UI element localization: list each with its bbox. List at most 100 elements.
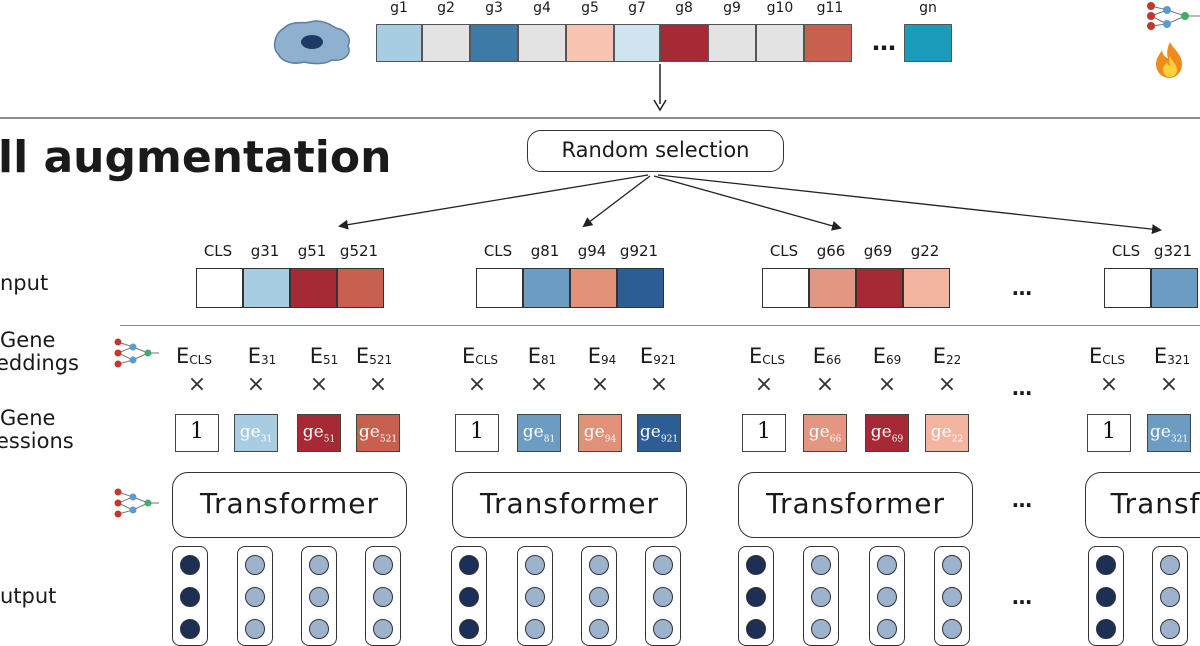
token-label: g69 — [863, 242, 893, 260]
gene-expression-value: ge321 — [1147, 414, 1191, 452]
output-embedding-column — [517, 546, 553, 646]
output-node — [245, 587, 265, 607]
expression-base: ge — [1149, 422, 1171, 442]
output-node — [877, 587, 897, 607]
embedding-base: E — [749, 344, 763, 368]
embedding-ellipsis: … — [1012, 376, 1034, 400]
embedding-base: E — [176, 344, 190, 368]
gene-expression-value: ge521 — [356, 414, 400, 452]
output-embedding-column — [365, 546, 401, 646]
gene-expression-value: ge66 — [803, 414, 847, 452]
token-label: g22 — [910, 242, 940, 260]
token-label: g66 — [816, 242, 846, 260]
gene-vector-ellipsis: … — [872, 28, 898, 56]
gene-expression-value: ge31 — [234, 414, 278, 452]
gene-expression-value: ge22 — [925, 414, 969, 452]
output-node — [525, 619, 545, 639]
gene-label: g8 — [675, 0, 693, 16]
expression-base: 1 — [190, 419, 204, 444]
gene-embedding-label: E81 — [512, 344, 572, 368]
token-label: g94 — [577, 242, 607, 260]
gene-expression-value: 1 — [175, 414, 219, 452]
expression-base: ge — [358, 422, 380, 442]
output-node — [811, 555, 831, 575]
gene-label: g3 — [485, 0, 503, 16]
gene-expressions-label-2: essions — [0, 429, 74, 453]
output-embedding-column — [237, 546, 273, 646]
gene-embedding-label: E921 — [628, 344, 688, 368]
gene-label: gn — [919, 0, 937, 16]
input-ellipsis: … — [1012, 276, 1034, 300]
expression-subscript: 81 — [543, 434, 556, 445]
embedding-subscript: 31 — [261, 353, 277, 367]
multiply-sign: × — [815, 372, 835, 397]
expression-base: 1 — [470, 419, 484, 444]
output-embedding-column — [1088, 546, 1124, 646]
embedding-base: E — [639, 344, 654, 368]
token-label: CLS — [769, 242, 799, 260]
output-node — [1160, 587, 1180, 607]
expression-base: ge — [870, 422, 892, 442]
gene-embedding-label: E66 — [797, 344, 857, 368]
embedding-subscript: 94 — [601, 353, 617, 367]
gene-cell — [614, 24, 660, 62]
expression-subscript: 94 — [604, 434, 617, 445]
expression-subscript: 22 — [951, 434, 964, 445]
multiply-sign: × — [309, 372, 329, 397]
output-node — [589, 587, 609, 607]
expression-base: ge — [639, 422, 661, 442]
output-node — [589, 555, 609, 575]
output-node — [459, 619, 479, 639]
multiply-sign: × — [590, 372, 610, 397]
input-row-label: nput — [0, 271, 49, 295]
gene-cell — [708, 24, 756, 62]
token-cell — [809, 268, 856, 308]
token-cell — [196, 268, 243, 308]
embedding-subscript: 521 — [369, 353, 393, 367]
gene-embedding-label: E521 — [344, 344, 404, 368]
multiply-sign: × — [467, 372, 487, 397]
gene-embedding-label: E94 — [572, 344, 632, 368]
gene-expression-value: ge69 — [865, 414, 909, 452]
output-node — [180, 619, 200, 639]
multiply-sign: × — [937, 372, 957, 397]
token-cell — [617, 268, 664, 308]
gene-label: g5 — [581, 0, 599, 16]
output-embedding-column — [738, 546, 774, 646]
embedding-base: E — [247, 344, 261, 368]
embedding-base: E — [1089, 344, 1103, 368]
gene-embedding-label: E31 — [232, 344, 292, 368]
gene-label: g2 — [437, 0, 455, 16]
multiply-sign: × — [529, 372, 549, 397]
gene-cell — [376, 24, 422, 62]
gene-cell — [470, 24, 518, 62]
output-node — [942, 587, 962, 607]
output-node — [309, 587, 329, 607]
output-node — [589, 619, 609, 639]
embedding-subscript: CLS — [762, 353, 785, 367]
embedding-subscript: CLS — [475, 353, 498, 367]
gene-cell — [566, 24, 614, 62]
selection-arrows — [338, 174, 1162, 235]
expression-base: ge — [302, 422, 324, 442]
token-cell — [903, 268, 950, 308]
token-label: CLS — [203, 242, 233, 260]
transformer-block: Transformer — [452, 472, 687, 538]
transformer-block: Transformer — [172, 472, 407, 538]
output-embedding-column — [934, 546, 970, 646]
expression-subscript: 921 — [660, 434, 679, 445]
fire-icon — [1156, 42, 1182, 78]
random-selection-box: Random selection — [527, 130, 784, 172]
gene-embedding-label: ECLS — [737, 344, 797, 368]
token-cell — [762, 268, 809, 308]
embedding-subscript: 69 — [886, 353, 902, 367]
embedding-base: E — [812, 344, 826, 368]
output-node — [811, 587, 831, 607]
section-title: ll augmentation — [0, 132, 392, 183]
output-node — [180, 555, 200, 575]
gene-expression-value: ge94 — [578, 414, 622, 452]
output-embedding-column — [869, 546, 905, 646]
embedding-subscript: 81 — [541, 353, 557, 367]
gene-embedding-label: E22 — [917, 344, 977, 368]
output-node — [877, 619, 897, 639]
